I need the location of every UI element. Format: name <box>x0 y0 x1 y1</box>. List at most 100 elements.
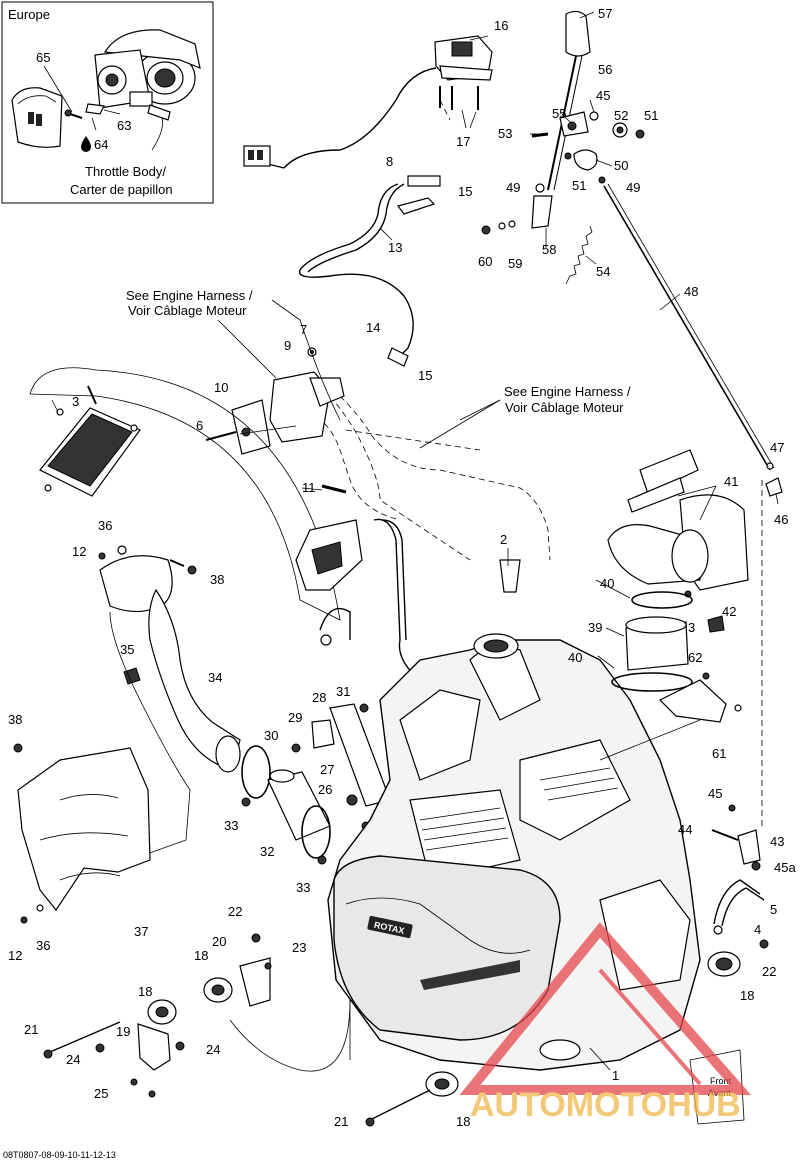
part-label-34: 34 <box>208 670 222 685</box>
part-label-19: 19 <box>116 1024 130 1039</box>
part-label-37: 37 <box>134 924 148 939</box>
part-label-55: 55 <box>552 106 566 121</box>
engine-badge-plate <box>367 915 413 939</box>
part-label-36: 36 <box>98 518 112 533</box>
part-label-39: 39 <box>588 620 602 635</box>
part-label-21: 21 <box>24 1022 38 1037</box>
europe-inset: Europe 65 63 <box>1 1 214 204</box>
harness-module <box>205 347 347 494</box>
part-label-3: 3 <box>688 620 695 635</box>
part-label-53: 53 <box>498 126 512 141</box>
part-label-61: 61 <box>712 746 726 761</box>
part-label-14: 14 <box>366 320 380 335</box>
throttle-control-group <box>243 35 493 169</box>
part-label-33: 33 <box>296 880 310 895</box>
part-label-43: 43 <box>770 834 784 849</box>
watermark-text: AUTOMOTOHUB <box>470 1086 741 1124</box>
part-label-46: 46 <box>774 512 788 527</box>
inset-caption-line2: Carter de papillon <box>70 182 173 197</box>
part-label-60: 60 <box>478 254 492 269</box>
part-label-13: 13 <box>388 240 402 255</box>
part-label-52: 52 <box>614 108 628 123</box>
ecm-module <box>29 367 341 621</box>
part-label-56: 56 <box>598 62 612 77</box>
part-label-24: 24 <box>206 1042 220 1057</box>
part-label-50: 50 <box>614 158 628 173</box>
harness-note-1-line2: Voir Câblage Moteur <box>128 303 247 318</box>
oil-drop-icon <box>81 136 91 152</box>
part-label-45a: 45a <box>774 860 796 875</box>
part-label-25: 25 <box>94 1086 108 1101</box>
part-label-6: 6 <box>196 418 203 433</box>
part-label-29: 29 <box>288 710 302 725</box>
part-label-44: 44 <box>678 822 692 837</box>
part-label-59: 59 <box>508 256 522 271</box>
part-label-11: 11 <box>302 480 316 495</box>
heat-shield <box>13 743 151 924</box>
part-label-42: 42 <box>722 604 736 619</box>
inset-region-label: Europe <box>8 7 50 22</box>
part-label-18: 18 <box>138 984 152 999</box>
throttle-body-drawing <box>94 29 201 121</box>
part-label-9: 9 <box>284 338 291 353</box>
breather-hose <box>298 175 441 367</box>
part-label-62: 62 <box>688 650 702 665</box>
part-label-20: 20 <box>212 934 226 949</box>
inset-caption-line1: Throttle Body/ <box>85 164 166 179</box>
intake-boot <box>241 745 331 865</box>
part-label-49: 49 <box>506 180 520 195</box>
part-label-58: 58 <box>542 242 556 257</box>
part-label-17: 17 <box>456 134 470 149</box>
part-label-16: 16 <box>494 18 508 33</box>
inset-label-64: 64 <box>94 137 108 152</box>
part-label-40: 40 <box>600 576 614 591</box>
part-label-5: 5 <box>770 902 777 917</box>
part-label-30: 30 <box>264 728 278 743</box>
part-label-3: 3 <box>72 394 79 409</box>
part-label-45: 45 <box>596 88 610 103</box>
inset-screw <box>64 103 105 119</box>
footer-code: 08T0807-08-09-10-11-12-13 <box>3 1150 116 1160</box>
part-label-18: 18 <box>456 1114 470 1129</box>
harness-note-2-line1: See Engine Harness / <box>504 384 631 399</box>
part-label-28: 28 <box>312 690 326 705</box>
harness-note-2-line2: Voir Câblage Moteur <box>505 400 624 415</box>
part-label-22: 22 <box>762 964 776 979</box>
part-label-57: 57 <box>598 6 612 21</box>
part-label-21: 21 <box>334 1114 348 1129</box>
part-label-15: 15 <box>418 368 432 383</box>
engine-assembly: ROTAX <box>327 559 701 1071</box>
part-label-40: 40 <box>568 650 582 665</box>
part-label-54: 54 <box>596 264 610 279</box>
part-label-51: 51 <box>644 108 658 123</box>
part-label-22: 22 <box>228 904 242 919</box>
part-label-24: 24 <box>66 1052 80 1067</box>
shift-lever-group <box>481 10 783 497</box>
part-label-41: 41 <box>724 474 738 489</box>
part-callouts: 57 16 56 55 45 52 51 53 17 50 5 18 15 49 49 13 58 60 59 54 4… <box>8 6 796 1129</box>
watermark: AUTOMOTOHUB <box>459 922 752 1124</box>
part-label-23: 23 <box>292 940 306 955</box>
part-label-10: 10 <box>214 380 228 395</box>
part-label-35: 35 <box>120 642 134 657</box>
part-label-45: 45 <box>708 786 722 801</box>
part-label-12: 12 <box>8 948 22 963</box>
part-label-18: 18 <box>740 988 754 1003</box>
throttle-cover-drawing <box>11 87 63 148</box>
part-label-2: 2 <box>500 532 507 547</box>
part-label-31: 31 <box>336 684 350 699</box>
intake-duct <box>98 545 241 773</box>
leader-lines <box>239 11 779 1071</box>
front-arrow-label-1: Front <box>710 1076 732 1086</box>
part-label-12: 12 <box>72 544 86 559</box>
part-label-27: 27 <box>320 762 334 777</box>
part-label-49: 49 <box>626 180 640 195</box>
part-label-38: 38 <box>210 572 224 587</box>
part-label-7: 7 <box>300 322 307 337</box>
part-label-51: 51 <box>572 178 586 193</box>
inset-label-65: 65 <box>36 50 50 65</box>
part-label-18: 18 <box>194 948 208 963</box>
part-label-48: 48 <box>684 284 698 299</box>
